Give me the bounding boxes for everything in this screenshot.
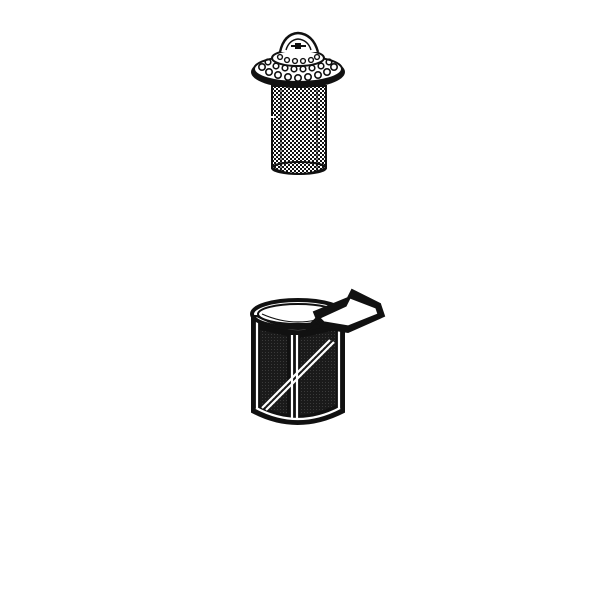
- cylindrical-mesh-filter-with-cap-icon: [251, 31, 345, 175]
- mesh-basket-filter-with-handle-icon: [250, 288, 386, 425]
